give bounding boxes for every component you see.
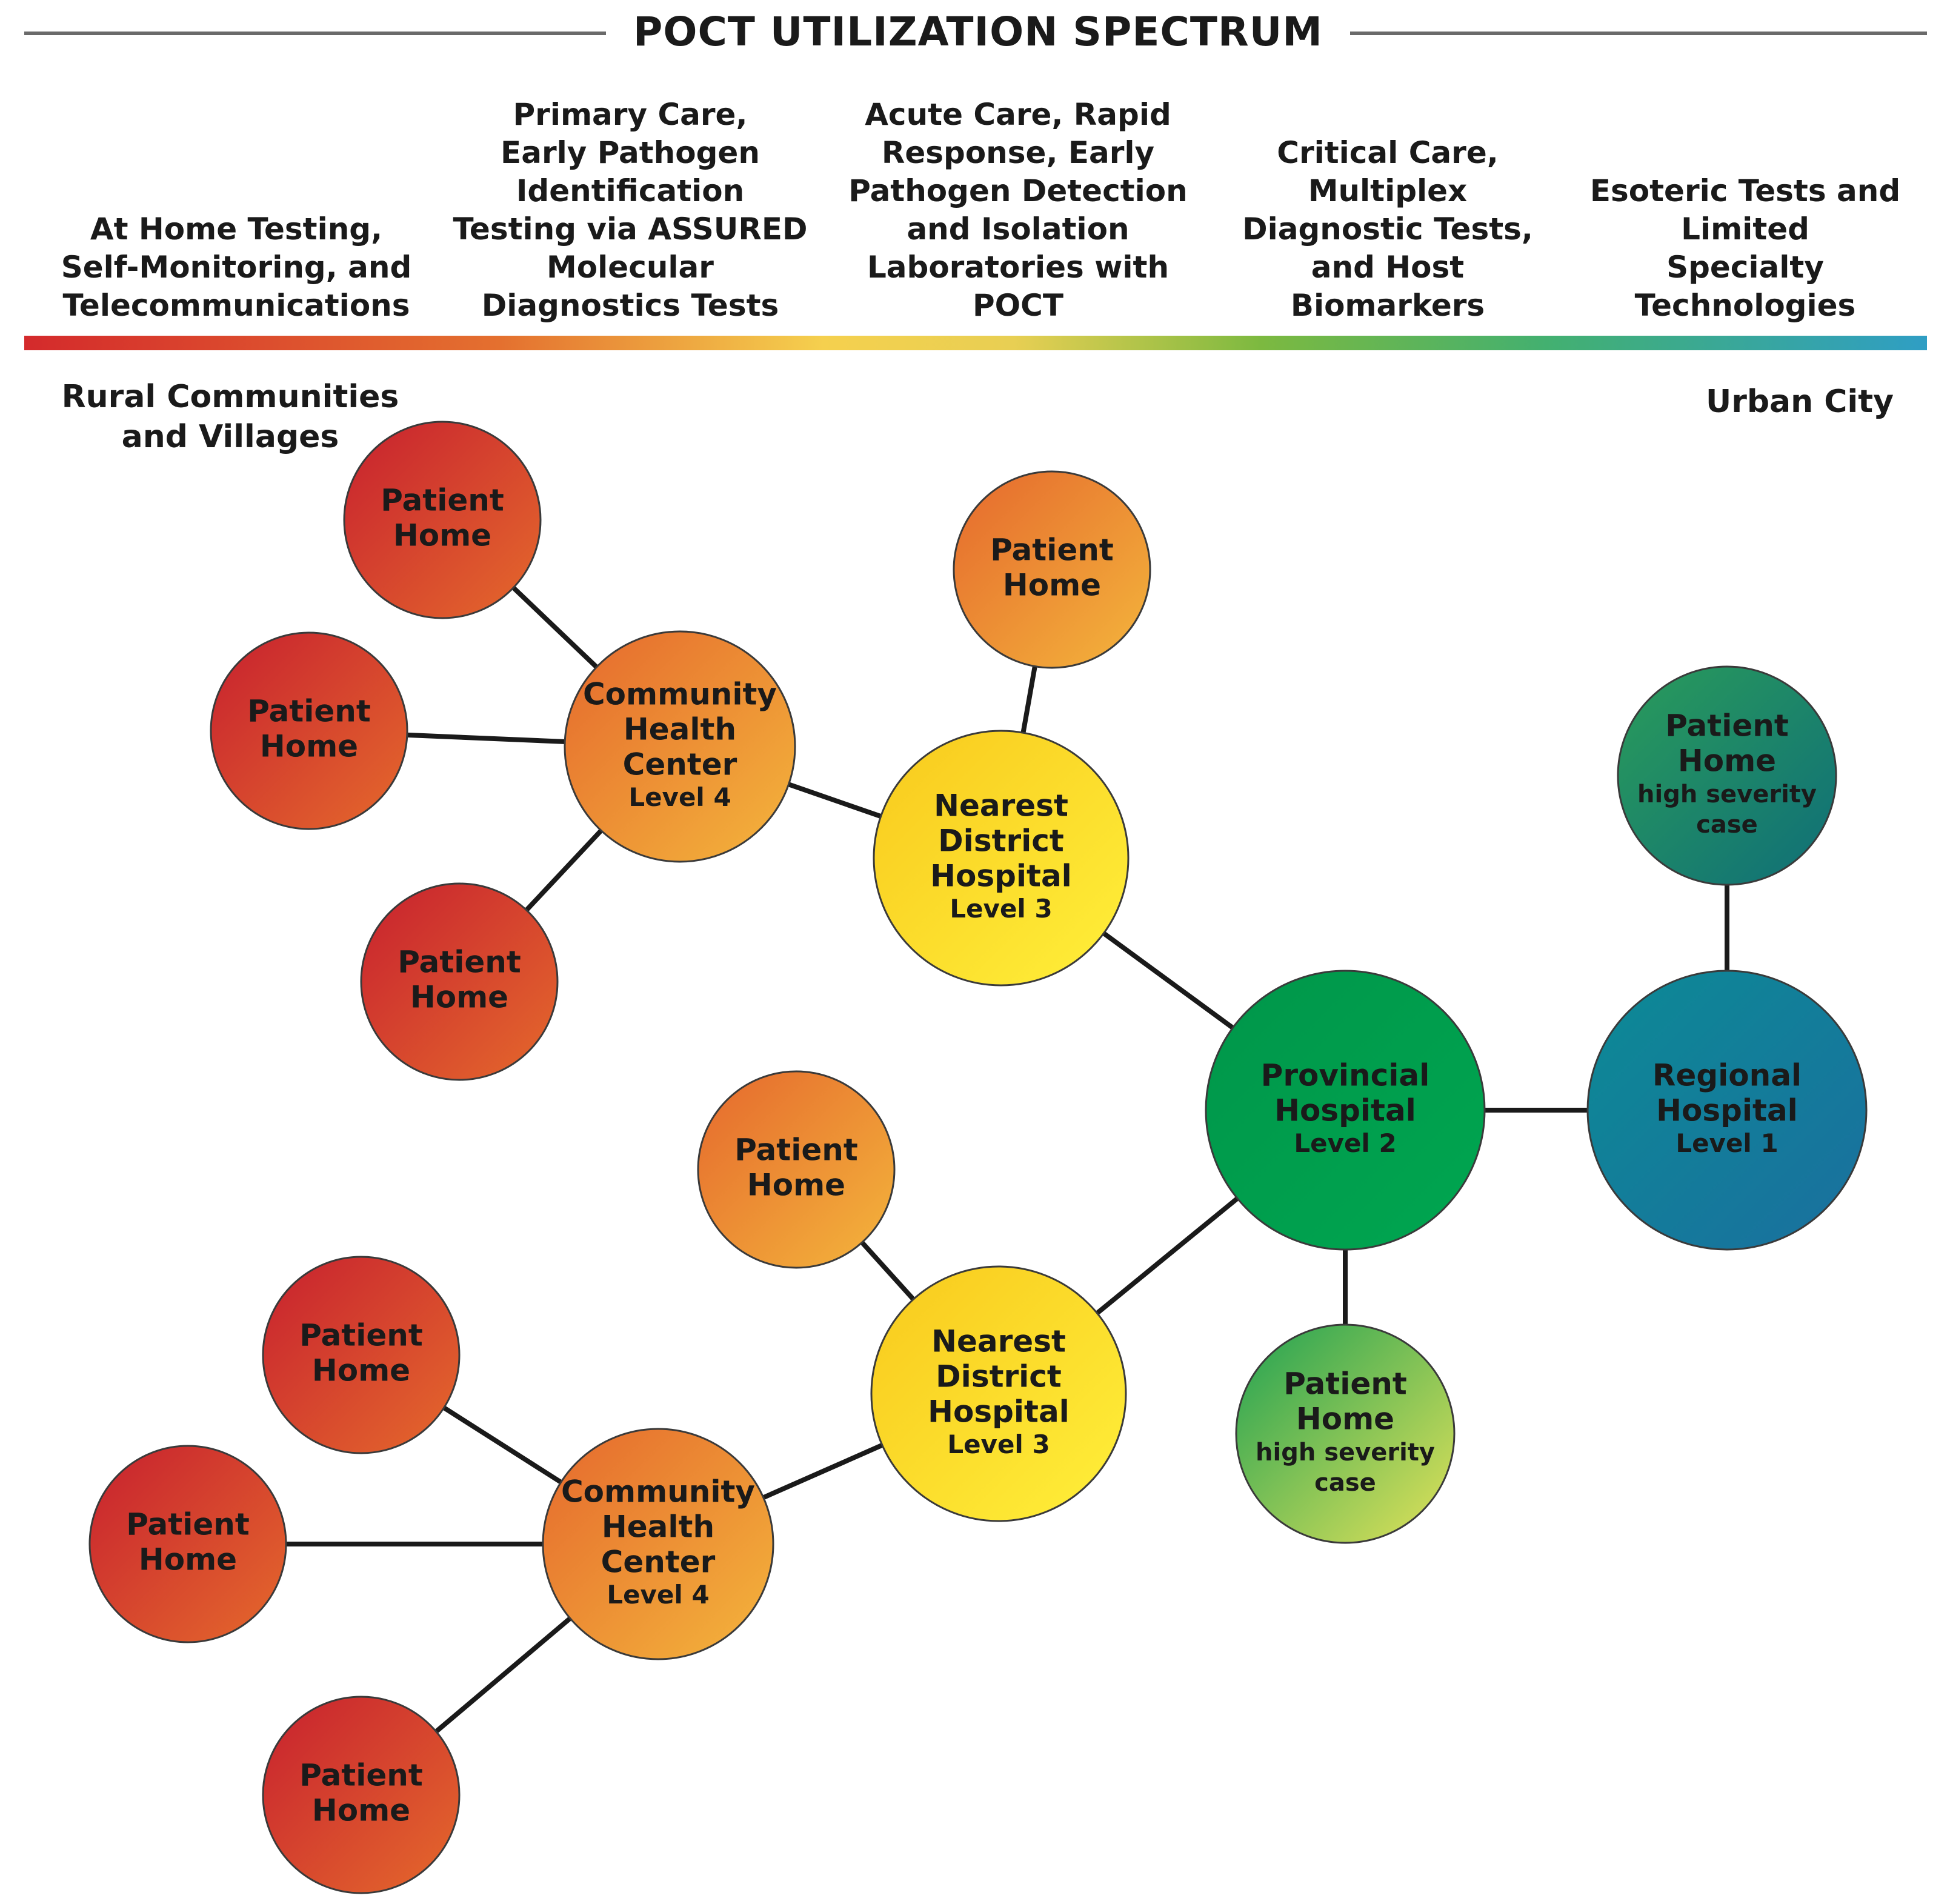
node-label-line: Home bbox=[1678, 744, 1776, 779]
node-label-line: Regional bbox=[1652, 1058, 1802, 1093]
node-label-line: Hospital bbox=[1274, 1093, 1416, 1128]
spectrum-label-critical-care: Critical Care, Multiplex Diagnostic Test… bbox=[1242, 135, 1533, 323]
node-sublabel-line: Level 3 bbox=[947, 1430, 1050, 1459]
node-circle-ndh1 bbox=[873, 730, 1130, 987]
node-sublabel-line: Level 2 bbox=[1294, 1128, 1396, 1158]
spectrum-label-acute-care: Acute Care, Rapid Response, Early Pathog… bbox=[848, 97, 1188, 323]
spectrum-label-esoteric-tests: Esoteric Tests and Limited Specialty Tec… bbox=[1589, 173, 1901, 323]
node-label-line: Home bbox=[1003, 568, 1101, 603]
node-circle-ph6 bbox=[697, 1070, 896, 1269]
spectrum-gradient-bar bbox=[24, 336, 1927, 350]
node-label-line: Community bbox=[583, 677, 777, 712]
spectrum-label-home-testing: At Home Testing, Self-Monitoring, and Te… bbox=[61, 211, 412, 323]
node-label-line: District bbox=[938, 824, 1064, 859]
node-circle-reg bbox=[1586, 970, 1868, 1251]
node-label-line: District bbox=[936, 1359, 1062, 1394]
node-sublabel-line: Level 4 bbox=[628, 782, 731, 812]
node-circle-chc1 bbox=[564, 630, 796, 863]
node-circle-prov bbox=[1205, 970, 1486, 1251]
node-label-line: Patient bbox=[1665, 708, 1789, 744]
node-label-line: Health bbox=[624, 712, 736, 747]
diagram-title: POCT UTILIZATION SPECTRUM bbox=[633, 8, 1323, 55]
node-label-line: Patient bbox=[398, 945, 521, 980]
node-label-line: Patient bbox=[247, 694, 371, 729]
network-edges bbox=[188, 518, 1729, 1797]
node-sublabel-line: Level 4 bbox=[607, 1580, 709, 1609]
node-label-line: Home bbox=[747, 1168, 845, 1203]
spectrum-label-primary-care: Primary Care, Early Pathogen Identificat… bbox=[453, 97, 808, 323]
node-label-line: Patient bbox=[734, 1133, 858, 1168]
node-label-line: Home bbox=[312, 1793, 410, 1828]
node-sublabel-line: high severity bbox=[1637, 781, 1817, 808]
node-circle-ph1 bbox=[343, 421, 542, 619]
node-sublabel-line: Level 1 bbox=[1675, 1128, 1778, 1158]
node-label-line: Home bbox=[1296, 1402, 1394, 1437]
node-circle-ph2 bbox=[210, 631, 408, 830]
node-circle-ph9 bbox=[88, 1445, 287, 1643]
node-label-line: Community bbox=[561, 1474, 755, 1510]
node-circle-ph5 bbox=[1617, 665, 1837, 886]
node-circle-ph7 bbox=[1235, 1323, 1456, 1544]
node-label-line: Health bbox=[602, 1510, 714, 1545]
node-sublabel-line: Level 3 bbox=[950, 894, 1052, 924]
node-label-line: Home bbox=[139, 1542, 237, 1577]
node-sublabel-line: case bbox=[1696, 811, 1758, 839]
node-circle-chc2 bbox=[542, 1428, 774, 1660]
title-rule-right bbox=[1350, 32, 1927, 35]
node-label-line: Patient bbox=[381, 483, 504, 518]
network-nodes: PatientHomePatientHomePatientHomeCommuni… bbox=[88, 421, 1868, 1894]
node-label-line: Nearest bbox=[931, 1324, 1066, 1359]
node-label-line: Center bbox=[601, 1545, 716, 1580]
node-label-line: Home bbox=[260, 729, 358, 764]
node-circle-ndh2 bbox=[870, 1265, 1127, 1522]
node-circle-ph8 bbox=[262, 1256, 461, 1454]
node-sublabel-line: case bbox=[1314, 1469, 1376, 1497]
title-rule-left bbox=[24, 32, 606, 35]
rural-end-label: Rural Communities and Villages bbox=[61, 379, 399, 455]
node-circle-ph3 bbox=[360, 882, 559, 1081]
node-label-line: Hospital bbox=[1656, 1093, 1798, 1128]
node-label-line: Hospital bbox=[928, 1394, 1070, 1430]
node-label-line: Nearest bbox=[934, 788, 1068, 824]
node-label-line: Home bbox=[393, 518, 491, 553]
node-label-line: Hospital bbox=[930, 859, 1072, 894]
node-label-line: Center bbox=[623, 747, 737, 782]
node-label-line: Provincial bbox=[1261, 1058, 1430, 1093]
node-label-line: Patient bbox=[1283, 1366, 1407, 1402]
node-label-line: Home bbox=[410, 980, 508, 1015]
node-label-line: Patient bbox=[990, 533, 1114, 568]
node-label-line: Home bbox=[312, 1353, 410, 1388]
node-label-line: Patient bbox=[126, 1507, 250, 1542]
node-sublabel-line: high severity bbox=[1256, 1439, 1435, 1466]
node-label-line: Patient bbox=[299, 1318, 423, 1353]
node-circle-ph4 bbox=[953, 470, 1151, 669]
node-label-line: Patient bbox=[299, 1758, 423, 1793]
urban-end-label: Urban City bbox=[1705, 384, 1894, 420]
node-circle-ph10 bbox=[262, 1696, 461, 1894]
